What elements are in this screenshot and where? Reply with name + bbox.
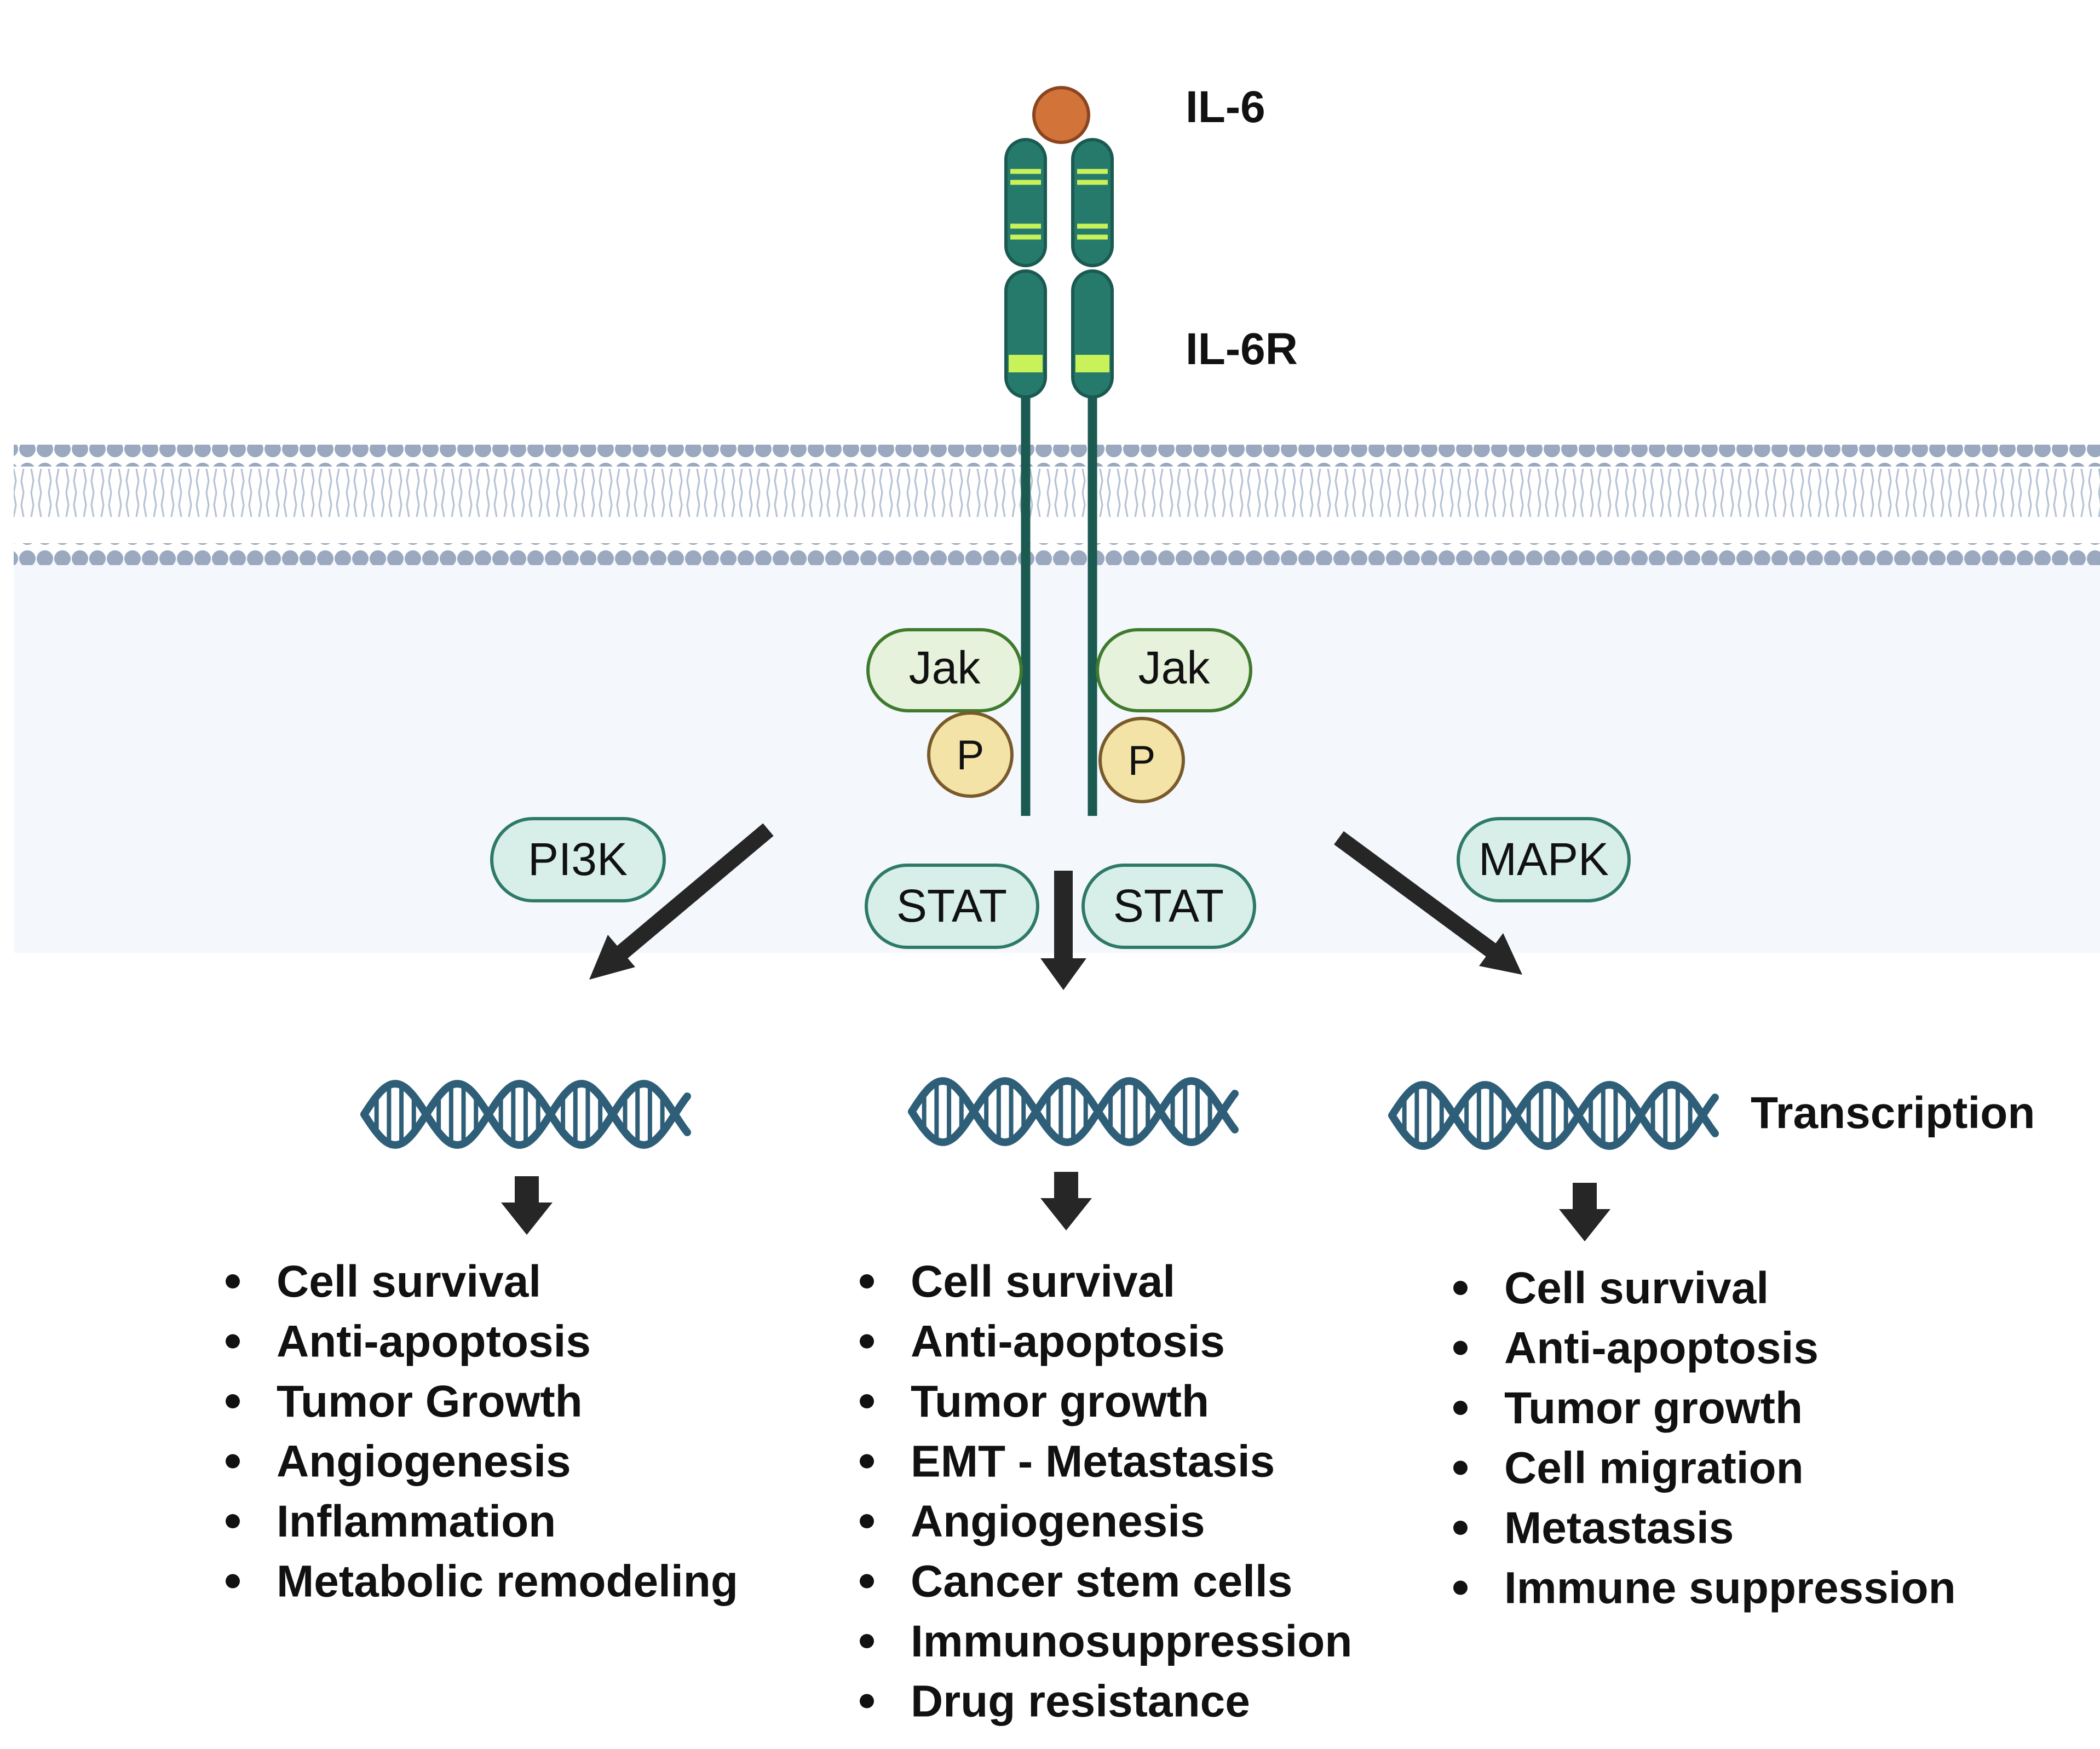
mapk-arrow	[1334, 831, 1522, 975]
dna-helix-pi3k	[360, 1079, 691, 1149]
outcome-item: Tumor growth	[1504, 1383, 1803, 1433]
bullet-dot	[1453, 1401, 1468, 1415]
receptor-domain-left-upper	[1004, 138, 1047, 267]
bullet-dot	[226, 1514, 240, 1528]
outcome-item: Anti-apoptosis	[277, 1317, 591, 1367]
outcome-item: Cell migration	[1504, 1443, 1804, 1493]
pi3k-label: PI3K	[528, 833, 628, 885]
outcome-item: Cell survival	[1504, 1263, 1769, 1313]
outcome-arrow-mapk	[1559, 1183, 1610, 1241]
mapk-label: MAPK	[1478, 833, 1609, 885]
receptor-domain-right-lower	[1071, 269, 1114, 399]
membrane-tails	[14, 467, 2100, 522]
membrane-heads-inner	[14, 543, 2100, 565]
jak-left-label: Jak	[909, 642, 981, 693]
outcome-arrow-pi3k	[501, 1176, 553, 1235]
bullet-dot	[860, 1694, 874, 1708]
outcome-item: Angiogenesis	[911, 1497, 1205, 1546]
phosphate-left-label: P	[957, 732, 985, 779]
stat-right-label: STAT	[1113, 880, 1224, 931]
outcome-item: Immunosuppression	[911, 1616, 1352, 1666]
phosphate-right: P	[1098, 717, 1185, 803]
dna-helix-stat	[908, 1077, 1239, 1147]
receptor-domain-right-upper	[1071, 138, 1114, 267]
bullet-dot	[860, 1334, 874, 1349]
outcome-item: Inflammation	[277, 1497, 556, 1546]
outcome-item: Cell survival	[277, 1257, 541, 1307]
stat-left-label: STAT	[896, 880, 1007, 931]
dna-helix-mapk	[1388, 1080, 1719, 1150]
transcription-label: Transcription	[1751, 1088, 2035, 1138]
dna-strand-1	[360, 1079, 691, 1149]
outcome-item: Tumor growth	[911, 1377, 1209, 1426]
jak-left: Jak	[866, 628, 1023, 712]
outcome-item: Cancer stem cells	[911, 1557, 1292, 1607]
dna-helices	[360, 1077, 1719, 1150]
bullet-dot	[1453, 1281, 1468, 1295]
il6-label: IL-6	[1186, 82, 1265, 132]
stat-right-pill: STAT	[1081, 864, 1256, 949]
pi3k-pill: PI3K	[490, 817, 666, 902]
outcome-item: Metabolic remodeling	[277, 1557, 738, 1607]
phosphate-right-label: P	[1128, 738, 1156, 784]
jak-right-label: Jak	[1138, 642, 1211, 693]
dna-strand-2	[1388, 1080, 1719, 1150]
outcome-item: EMT - Metastasis	[911, 1437, 1275, 1487]
outcome-item: Cell survival	[911, 1257, 1175, 1307]
bullet-dot	[1453, 1521, 1468, 1535]
dna-strand-2	[908, 1077, 1239, 1147]
bullet-dot	[226, 1334, 240, 1349]
bullet-dot	[860, 1394, 874, 1408]
dna-strand-2	[360, 1079, 691, 1149]
il6-ligand	[1032, 86, 1090, 144]
receptor-bands	[1010, 169, 1108, 240]
receptor-band-right	[1075, 355, 1109, 372]
phosphate-left: P	[927, 711, 1014, 798]
outcome-item: Anti-apoptosis	[1504, 1324, 1819, 1373]
stat-arrow	[1040, 871, 1086, 990]
bullet-dot	[226, 1454, 240, 1469]
outcome-item: Immune suppression	[1504, 1563, 1956, 1613]
outcome-item: Angiogenesis	[277, 1437, 571, 1487]
outcome-item: Tumor Growth	[277, 1377, 583, 1426]
stat-left-pill: STAT	[865, 864, 1039, 949]
il6r-label: IL-6R	[1186, 324, 1298, 374]
bullet-dot	[1453, 1460, 1468, 1475]
mapk-pill: MAPK	[1457, 817, 1631, 902]
membrane-heads-outer	[14, 445, 2100, 467]
bullet-dot	[860, 1274, 874, 1288]
bullet-dot	[860, 1514, 874, 1528]
pi3k-arrow	[589, 823, 774, 980]
il6-receptor	[1004, 138, 1114, 816]
bullet-dot	[1453, 1340, 1468, 1355]
bullet-dot	[1453, 1580, 1468, 1595]
dna-strand-1	[1388, 1080, 1719, 1150]
outcome-item: Drug resistance	[911, 1677, 1250, 1727]
outcome-arrow-stat	[1040, 1172, 1092, 1230]
bullet-dot	[860, 1454, 874, 1469]
bullet-dot	[226, 1574, 240, 1589]
outcome-item: Metastasis	[1504, 1503, 1734, 1553]
dna-strand-1	[908, 1077, 1239, 1147]
bullet-dot	[860, 1574, 874, 1589]
receptor-band-left	[1009, 355, 1043, 372]
bullet-dot	[860, 1634, 874, 1648]
bullet-dot	[226, 1274, 240, 1288]
cell-membrane	[14, 445, 2100, 565]
receptor-domain-left-lower	[1004, 269, 1047, 399]
jak-right: Jak	[1096, 628, 1252, 712]
bullet-dot	[226, 1394, 240, 1408]
outcome-item: Anti-apoptosis	[911, 1317, 1225, 1367]
